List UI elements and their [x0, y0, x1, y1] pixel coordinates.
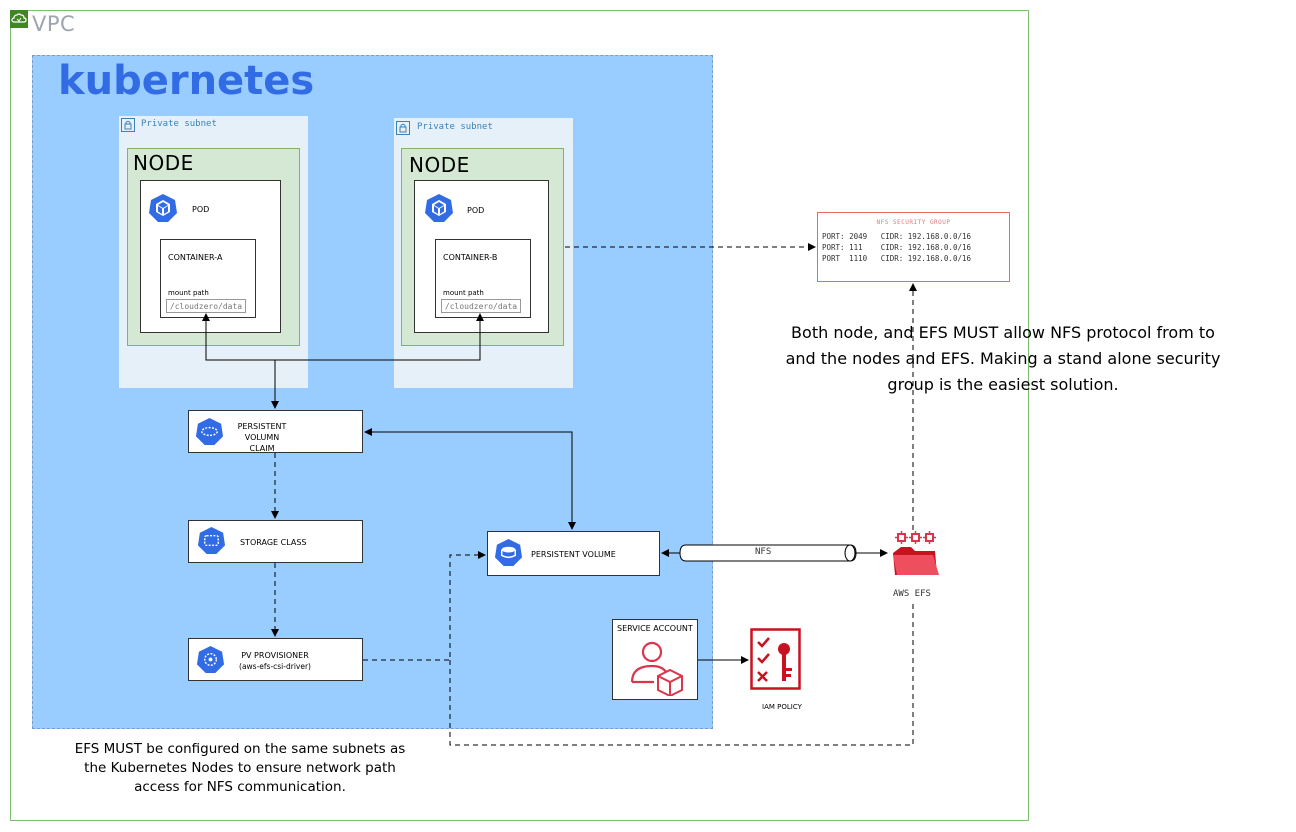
- security-note-line: Both node, and EFS MUST allow NFS protoc…: [791, 323, 1215, 342]
- pod-icon: [148, 193, 178, 223]
- vpc-boundary: [10, 10, 1029, 821]
- node-b-label: NODE: [409, 153, 470, 177]
- security-note-line: and the nodes and EFS. Making a stand al…: [785, 349, 1221, 368]
- subnet-note-line: the Kubernetes Nodes to ensure network p…: [84, 760, 396, 776]
- container-b-label: CONTAINER-B: [443, 253, 498, 262]
- subnet-note-line: access for NFS communication.: [134, 779, 346, 795]
- provisioner-icon: [196, 645, 225, 674]
- provisioner-label: PV PROVISIONER (aws-efs-csi-driver): [232, 650, 318, 672]
- mount-path-label: mount path: [443, 289, 484, 297]
- pvc-label: PERSISTENT VOLUMN CLAIM: [226, 421, 298, 454]
- user-icon: [628, 638, 686, 698]
- provisioner-label-line2: (aws-efs-csi-driver): [239, 662, 311, 671]
- mount-path-a: /cloudzero/data: [166, 299, 246, 313]
- vpc-cloud-icon: [10, 10, 28, 28]
- provisioner-label-line1: PV PROVISIONER: [241, 651, 309, 660]
- lock-icon: [121, 117, 135, 132]
- mount-path-label: mount path: [168, 289, 209, 297]
- pv-icon: [494, 538, 523, 567]
- kubernetes-label: kubernetes: [58, 58, 315, 104]
- mount-path-b: /cloudzero/data: [441, 299, 521, 313]
- pod-b-label: POD: [467, 206, 485, 215]
- subnet-label-b: Private subnet: [417, 122, 493, 132]
- pod-icon: [424, 193, 454, 223]
- security-note: Both node, and EFS MUST allow NFS protoc…: [713, 320, 1293, 398]
- efs-icon: [889, 531, 941, 579]
- security-group-rule: PORT 1110 CIDR: 192.168.0.0/16: [822, 254, 972, 263]
- lock-icon: [396, 120, 410, 135]
- efs-label: AWS EFS: [893, 589, 931, 599]
- kubernetes-cluster: [32, 55, 713, 729]
- pod-a-label: POD: [192, 205, 210, 214]
- subnet-note: EFS MUST be configured on the same subne…: [20, 740, 460, 797]
- security-group-rule: PORT: 2049 CIDR: 192.168.0.0/16: [822, 232, 972, 241]
- security-group-rule: PORT: 111 CIDR: 192.168.0.0/16: [822, 243, 972, 252]
- pvc-label-line1: PERSISTENT VOLUMN: [237, 422, 287, 442]
- persistent-volume: [487, 531, 660, 576]
- storage-class-label: STORAGE CLASS: [240, 538, 307, 547]
- iam-policy-label: IAM POLICY: [762, 703, 802, 711]
- service-account-label: SERVICE ACCOUNT: [617, 624, 693, 633]
- vpc-label: VPC: [32, 12, 76, 36]
- pvc-label-line2: CLAIM: [249, 444, 275, 453]
- pvc-icon: [195, 417, 224, 446]
- iam-policy-icon: [750, 628, 801, 690]
- security-note-line: group is the easiest solution.: [887, 375, 1119, 394]
- storage-class-icon: [197, 526, 226, 555]
- nfs-security-group: NFS SECURITY GROUP PORT: 2049 CIDR: 192.…: [817, 212, 1010, 282]
- container-a-label: CONTAINER-A: [168, 253, 223, 262]
- subnet-note-line: EFS MUST be configured on the same subne…: [74, 741, 406, 757]
- nfs-pipe: [679, 544, 857, 562]
- pv-label: PERSISTENT VOLUME: [531, 550, 616, 559]
- nfs-label: NFS: [755, 547, 772, 557]
- node-a-label: NODE: [133, 151, 194, 175]
- security-group-title: NFS SECURITY GROUP: [876, 219, 951, 226]
- subnet-label-a: Private subnet: [141, 119, 217, 129]
